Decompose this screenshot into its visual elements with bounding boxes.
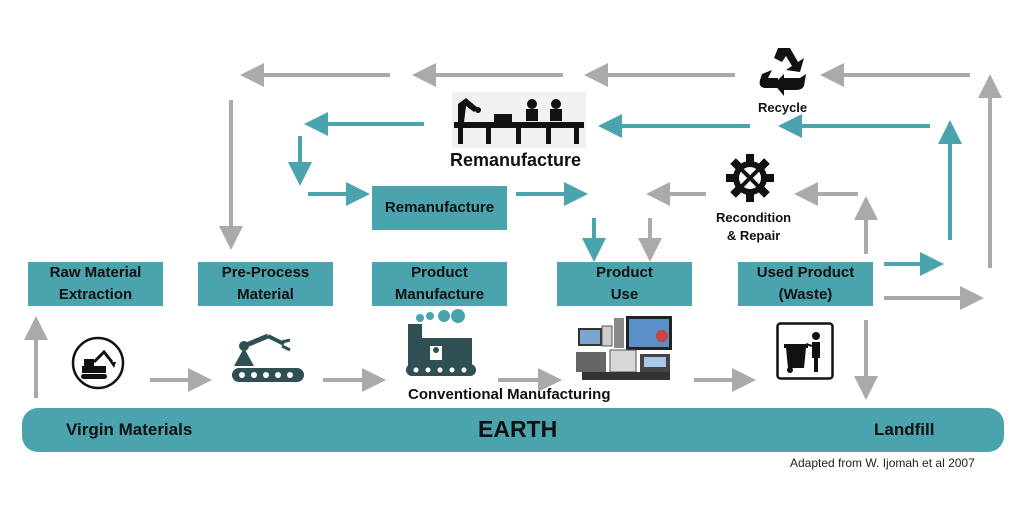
node-remanufacture-label: Remanufacture xyxy=(384,199,495,216)
factory-icon xyxy=(406,309,476,376)
gear-wrench-icon xyxy=(726,154,774,202)
virgin-materials-label: Virgin Materials xyxy=(66,420,193,439)
earth-bar xyxy=(22,408,1004,452)
node-product-use: Product Use xyxy=(557,262,692,306)
conventional-manufacturing-label: Conventional Manufacturing xyxy=(408,386,611,403)
node-used-product-label: Used Product (Waste) xyxy=(756,264,855,303)
robot-conveyor-icon xyxy=(232,333,304,382)
node-raw-material: Raw Material Extraction xyxy=(28,262,163,306)
remanufacture-top-label: Remanufacture xyxy=(450,150,582,170)
node-product-manufacture: Product Manufacture xyxy=(372,262,507,306)
landfill-label: Landfill xyxy=(874,420,935,439)
node-pre-process-label: Pre-Process Material xyxy=(221,264,310,303)
trash-bin-icon xyxy=(776,322,834,380)
source-credit: Adapted from W. Ijomah et al 2007 xyxy=(790,456,975,470)
recondition-label: Recondition & Repair xyxy=(716,210,792,243)
electronics-icon xyxy=(576,316,672,380)
node-product-manufacture-label: Product Manufacture xyxy=(394,264,485,303)
recycle-icon xyxy=(759,48,806,96)
assembly-line-icon xyxy=(452,92,586,148)
node-raw-material-label: Raw Material Extraction xyxy=(49,264,142,303)
recycle-label: Recycle xyxy=(758,100,808,115)
earth-label: EARTH xyxy=(478,416,558,442)
node-pre-process: Pre-Process Material xyxy=(198,262,333,306)
node-used-product: Used Product (Waste) xyxy=(738,262,873,306)
excavator-icon xyxy=(71,336,125,390)
node-remanufacture: Remanufacture xyxy=(372,186,507,230)
node-product-use-label: Product Use xyxy=(596,264,653,303)
